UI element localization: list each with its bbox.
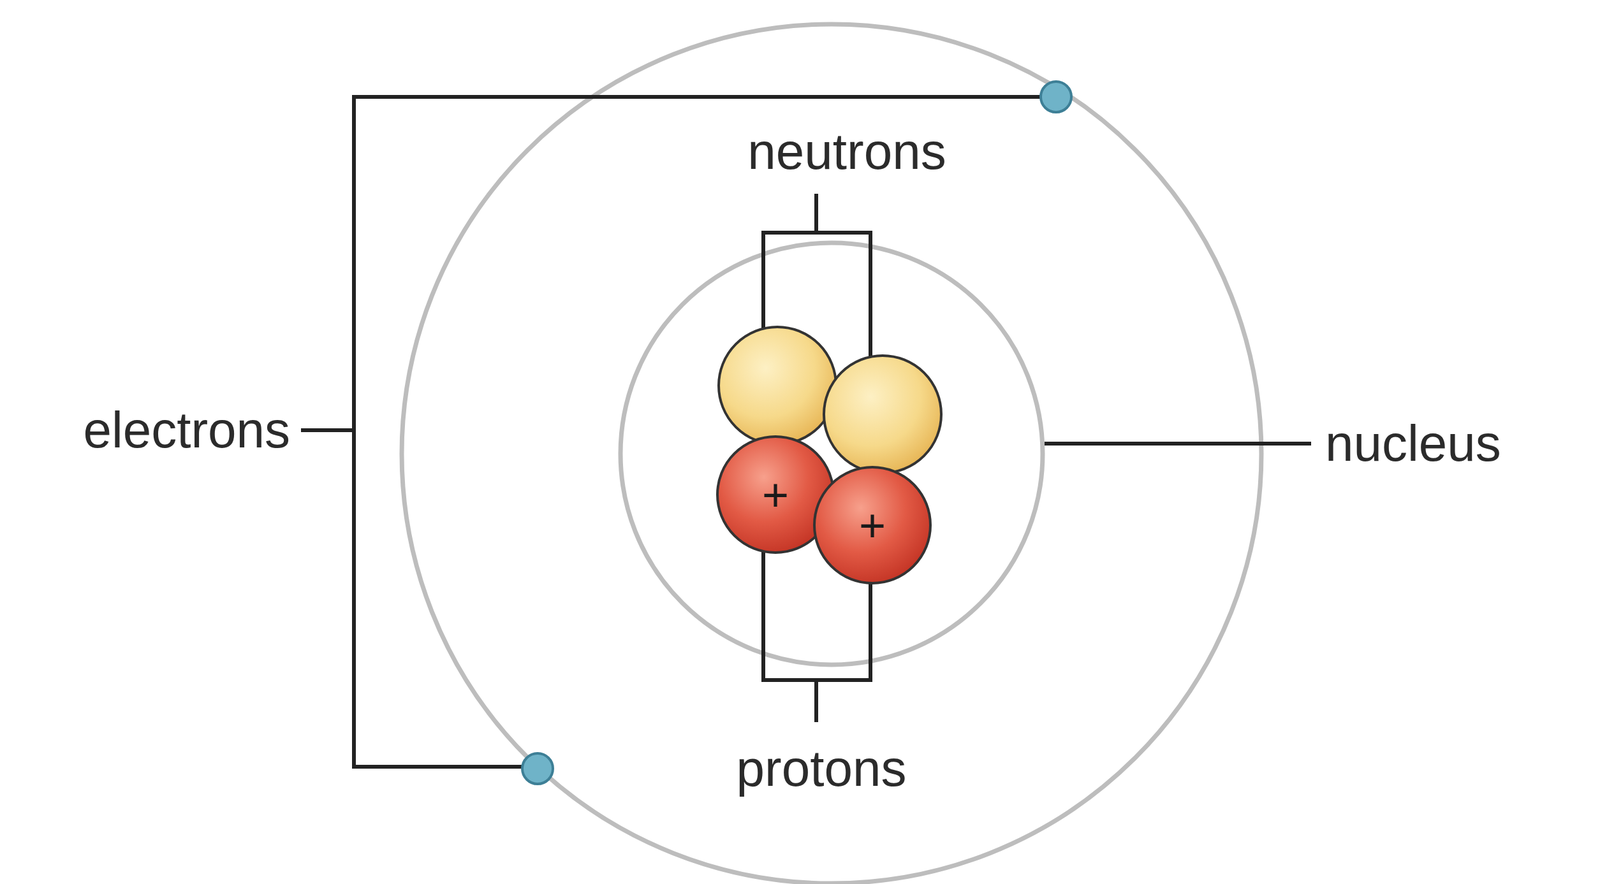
neutron: [718, 327, 837, 445]
charge-sign: +: [858, 502, 886, 549]
part-label: electrons: [82, 404, 291, 456]
part-label: protons: [736, 743, 907, 795]
charge-sign: +: [762, 471, 789, 518]
inner-shell: [620, 242, 1043, 666]
electron: [1040, 81, 1072, 113]
outer-shell: [401, 24, 1262, 884]
leader-line: [814, 193, 819, 233]
leader-line: [814, 680, 819, 723]
part-label: neutrons: [747, 126, 946, 178]
electron-bracket: [353, 96, 1046, 768]
part-label: nucleus: [1325, 418, 1502, 470]
proton: [814, 467, 931, 584]
leader-line: [1044, 441, 1312, 446]
leader-line: [300, 428, 354, 433]
neutron: [823, 355, 942, 474]
electron: [522, 753, 553, 785]
